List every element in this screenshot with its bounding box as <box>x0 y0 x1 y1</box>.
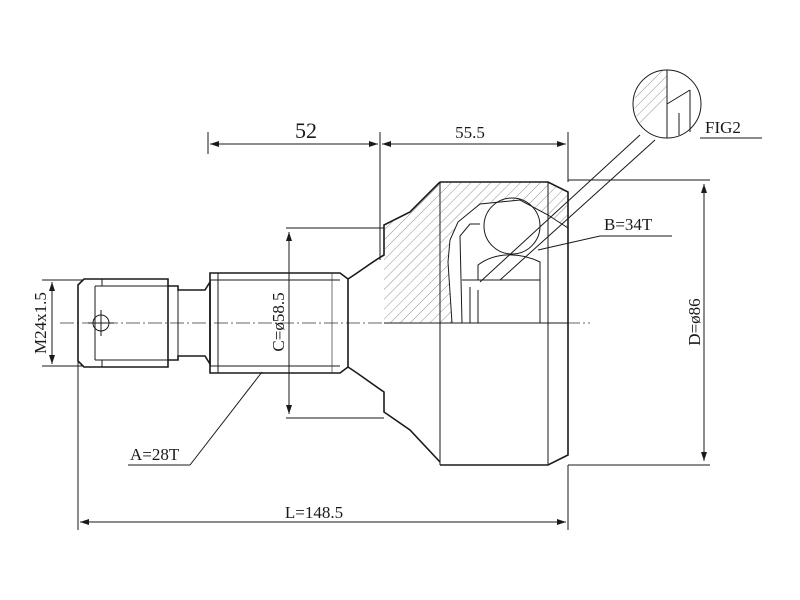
leader-b <box>537 235 601 251</box>
section-hatching <box>384 182 569 324</box>
thread-label: M24x1.5 <box>31 292 50 354</box>
dim-label-52: 52 <box>295 118 317 143</box>
dim-label-55-5: 55.5 <box>455 123 485 142</box>
outer-diameter-label: D=ø86 <box>685 298 704 345</box>
inner-race <box>477 254 541 281</box>
center-target-icon <box>88 310 114 336</box>
fig2-label: FIG2 <box>705 118 741 137</box>
leader-a <box>189 371 263 466</box>
mid-diameter-label: C=ø58.5 <box>269 292 288 351</box>
ball-element <box>483 197 541 255</box>
inner-spline-label: A=28T <box>130 445 180 464</box>
total-length-label: L=148.5 <box>285 503 343 522</box>
fig2-detail <box>479 69 762 283</box>
outer-spline-label: B=34T <box>604 215 653 234</box>
